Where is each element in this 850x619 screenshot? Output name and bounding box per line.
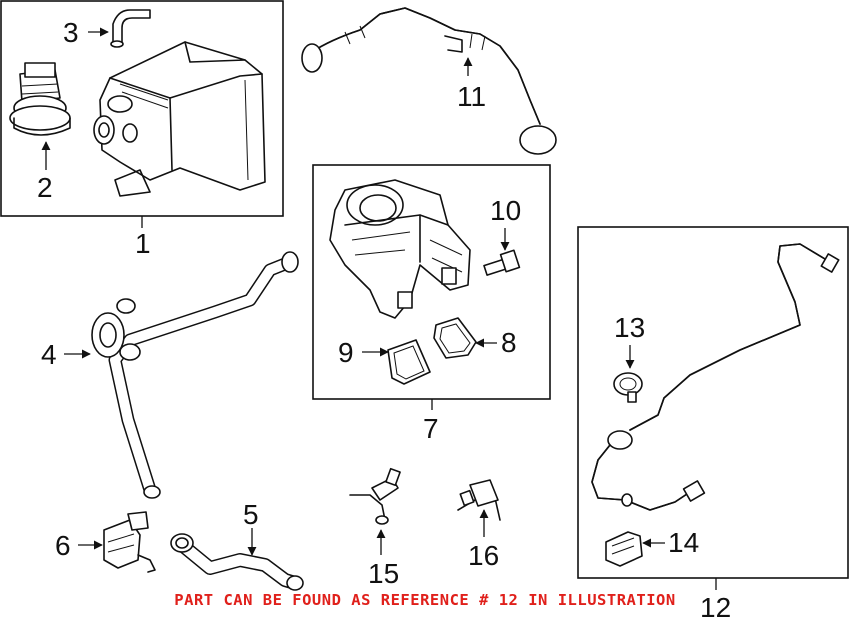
oil-separator[interactable] — [329, 179, 471, 319]
callout-10: 10 — [490, 195, 521, 226]
callout-12: 12 — [700, 592, 731, 619]
purge-valve[interactable] — [9, 62, 71, 136]
callout-15: 15 — [368, 558, 399, 589]
callout-3: 3 — [63, 17, 79, 48]
callout-13: 13 — [614, 312, 645, 343]
callout-6: 6 — [55, 530, 71, 561]
reference-note: PART CAN BE FOUND AS REFERENCE # 12 IN I… — [174, 591, 676, 609]
callout-14: 14 — [668, 527, 699, 558]
callout-1: 1 — [135, 228, 151, 259]
small-hose[interactable] — [110, 9, 151, 48]
separator-group — [312, 164, 551, 410]
fitting-15[interactable] — [349, 467, 401, 525]
clip-13[interactable] — [613, 372, 643, 403]
callout-7: 7 — [423, 413, 439, 444]
callout-11: 11 — [457, 81, 486, 112]
charcoal-canister[interactable] — [93, 41, 266, 197]
callout-5: 5 — [243, 499, 259, 530]
bolt-10[interactable] — [483, 249, 521, 276]
callout-9: 9 — [338, 337, 354, 368]
callout-2: 2 — [37, 172, 53, 203]
callout-16: 16 — [468, 540, 499, 571]
gasket-9[interactable] — [387, 339, 431, 385]
canister-group — [0, 0, 284, 228]
connector-6[interactable] — [103, 511, 156, 573]
bracket-14[interactable] — [605, 531, 643, 567]
fitting-16[interactable] — [457, 479, 501, 521]
vent-line-12[interactable] — [591, 243, 840, 511]
pcv-pipe-4[interactable] — [91, 251, 299, 499]
gasket-8[interactable] — [433, 317, 477, 359]
callout-8: 8 — [501, 327, 517, 358]
callout-4: 4 — [41, 339, 57, 370]
group-box-12 — [577, 226, 849, 579]
vent-hose-11[interactable] — [301, 7, 557, 155]
hose-5[interactable] — [170, 533, 304, 591]
vent-line-group — [577, 226, 849, 590]
